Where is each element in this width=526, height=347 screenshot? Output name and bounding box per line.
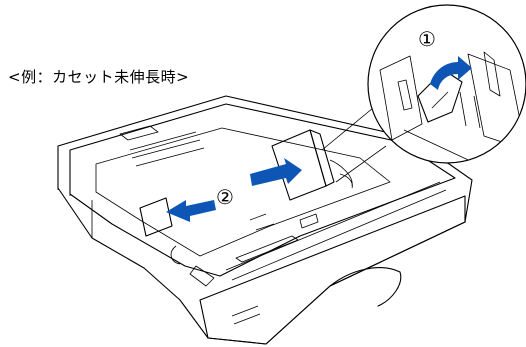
caption-label: <例：カセット未伸長時> — [8, 68, 190, 86]
step-one-label: ① — [418, 27, 436, 51]
detail-circle — [367, 4, 526, 164]
push-arrow — [250, 158, 302, 186]
step-two-label: ② — [216, 185, 234, 209]
paper-cassette — [57, 95, 473, 345]
slide-arrow — [166, 200, 216, 222]
callout-lines — [321, 107, 387, 183]
paper-guide — [271, 129, 335, 201]
